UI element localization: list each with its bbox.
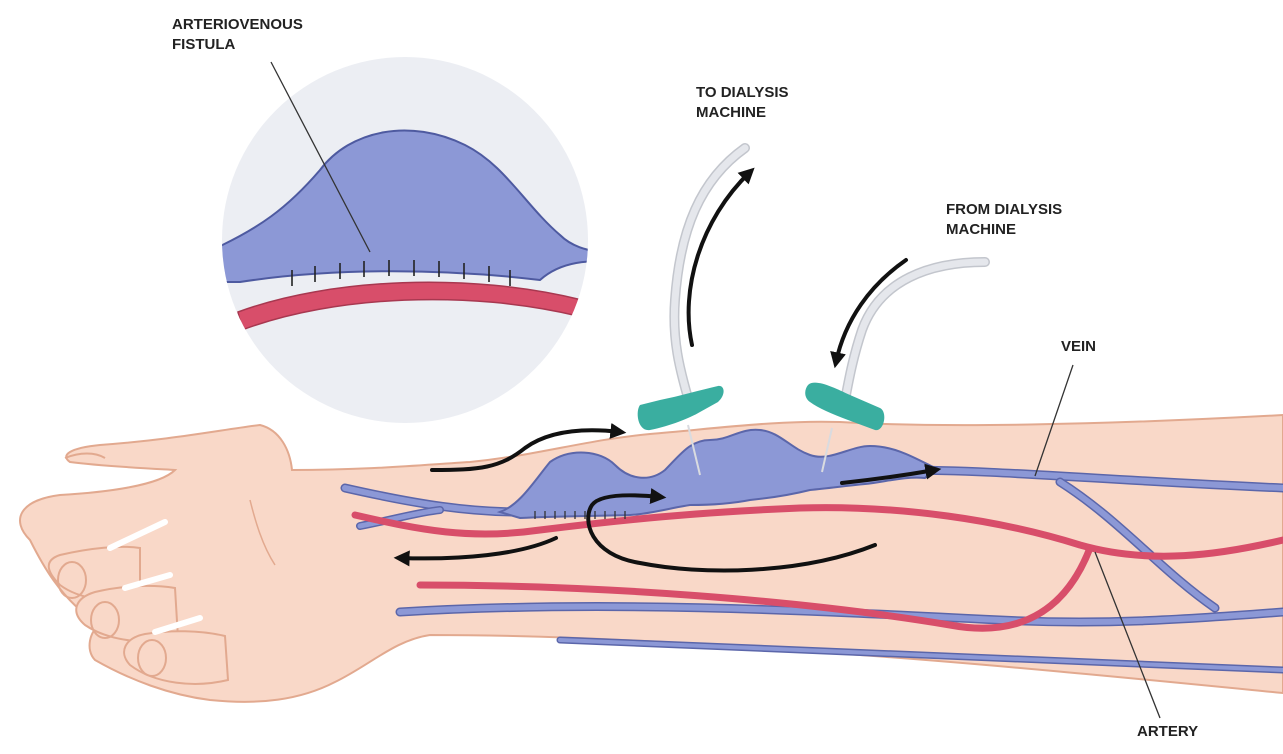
label-vein: VEIN (1061, 337, 1096, 357)
label-to-machine-line-2: MACHINE (696, 103, 789, 123)
label-artery: ARTERY (1137, 722, 1198, 742)
label-to-dialysis-machine: TO DIALYSIS MACHINE (696, 83, 789, 123)
label-from-machine-line-2: MACHINE (946, 220, 1062, 240)
needle-hub-outflow (638, 386, 724, 430)
label-from-machine-line-1: FROM DIALYSIS (946, 200, 1062, 220)
label-to-machine-line-1: TO DIALYSIS (696, 83, 789, 103)
label-arteriovenous-fistula: ARTERIOVENOUS FISTULA (172, 15, 303, 55)
label-fistula-line-2: FISTULA (172, 35, 303, 55)
fistula-inset (200, 57, 620, 423)
label-from-dialysis-machine: FROM DIALYSIS MACHINE (946, 200, 1062, 240)
tube-from-machine (845, 262, 985, 400)
label-fistula-line-1: ARTERIOVENOUS (172, 15, 303, 35)
